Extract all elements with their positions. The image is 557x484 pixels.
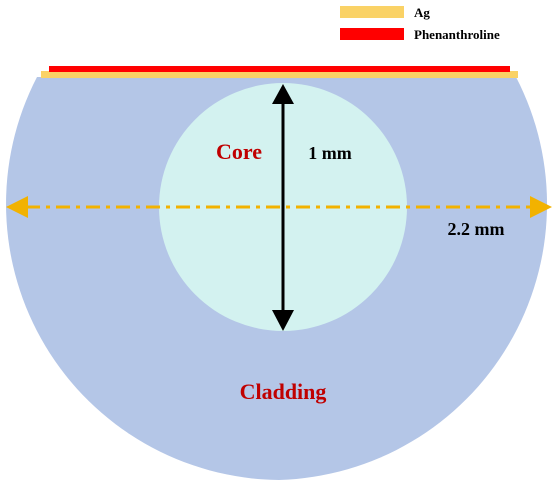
core-diameter-arrow-top-icon <box>272 84 294 104</box>
legend-swatch-phenanthroline <box>340 28 404 40</box>
legend-label-ag: Ag <box>414 5 430 20</box>
phenanthroline-coating-layer <box>49 66 510 72</box>
cladding-label: Cladding <box>240 379 327 404</box>
fiber-diameter-arrow-right-icon <box>530 196 552 218</box>
legend-swatch-ag <box>340 6 404 18</box>
legend: Ag Phenanthroline <box>340 5 500 42</box>
fiber-diameter-arrow-left-icon <box>6 196 28 218</box>
fiber-diameter-label: 2.2 mm <box>448 219 505 239</box>
fiber-diameter-dimension <box>6 196 552 218</box>
core-diameter-arrow-bottom-icon <box>272 310 294 331</box>
core-diameter-label: 1 mm <box>308 143 352 163</box>
legend-label-phenanthroline: Phenanthroline <box>414 27 500 42</box>
core-diameter-dimension <box>272 84 294 331</box>
ag-coating-layer <box>41 71 518 78</box>
core-label: Core <box>216 139 262 164</box>
